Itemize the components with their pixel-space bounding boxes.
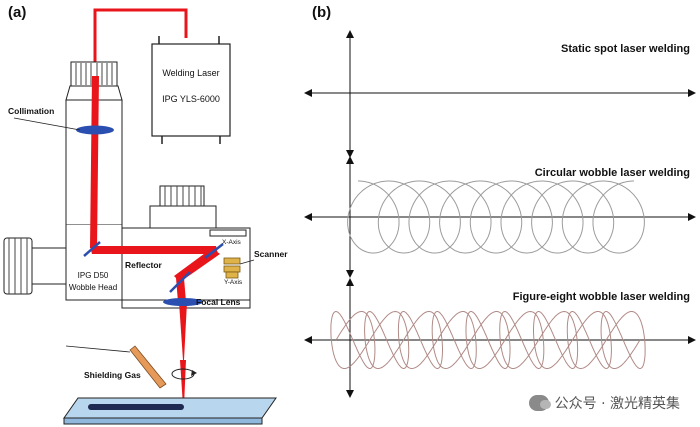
circular-wobble-trajectory [347, 180, 645, 254]
scanner-leader [239, 259, 255, 265]
mode-circular-title: Circular wobble laser welding [535, 167, 690, 179]
laser-name-label: Welding Laser [162, 68, 219, 78]
focal-lens-label: Focal Lens [196, 297, 241, 307]
watermark: 公众号 · 激光精英集 [528, 393, 680, 413]
panel-b: (b) Static spot laser welding Circular w… [300, 0, 700, 427]
scanner-motors [223, 257, 241, 279]
reflector-mirror [169, 271, 191, 293]
laser-model-label: IPG YLS-6000 [162, 94, 220, 104]
head-label-line2: Wobble Head [69, 283, 117, 292]
fiber-cable [93, 8, 188, 62]
scanner-mirror [204, 243, 224, 259]
reflector-label: Reflector [125, 260, 163, 270]
mode-static-title: Static spot laser welding [561, 43, 690, 55]
shielding-gas-label: Shielding Gas [84, 370, 141, 380]
laser-beam [90, 76, 220, 406]
workpiece [63, 397, 277, 425]
welding-laser-unit: Welding Laser IPG YLS-6000 [151, 36, 231, 144]
x-axis-label: X-Axis [222, 239, 242, 246]
focal-lens [163, 298, 203, 306]
collimation-label: Collimation [8, 106, 54, 116]
wobble-head-schematic: Welding Laser IPG YLS-6000 [3, 8, 288, 425]
mode-static: Static spot laser welding [304, 30, 696, 158]
panel-a-tag: (a) [8, 4, 27, 21]
weld-seam [88, 404, 184, 410]
panel-a: (a) Welding Laser IPG YLS-6000 [0, 0, 300, 427]
rotation-arrow-icon [171, 368, 197, 380]
mode-circular: Circular wobble laser welding [304, 156, 696, 278]
mode-figure-eight: Figure-eight wobble laser welding [304, 278, 696, 398]
wechat-icon [528, 395, 551, 411]
figure-eight-wobble-trajectory [330, 310, 646, 370]
shielding-gas-nozzle [129, 345, 167, 389]
head-label-line1: IPG D50 [78, 271, 109, 280]
watermark-text: 公众号 · 激光精英集 [554, 396, 680, 412]
mode-figure-eight-title: Figure-eight wobble laser welding [513, 291, 690, 303]
collimation-leader [13, 117, 81, 131]
head-mirror [83, 241, 101, 257]
scanner-label: Scanner [254, 249, 288, 259]
panel-b-tag: (b) [312, 4, 332, 21]
y-axis-label: Y-Axis [224, 279, 243, 286]
collimation-lens [76, 125, 114, 135]
gas-leader [65, 345, 131, 353]
side-knob [3, 237, 67, 295]
wobble-modes-diagram: Static spot laser welding Circular wobbl… [304, 30, 696, 398]
